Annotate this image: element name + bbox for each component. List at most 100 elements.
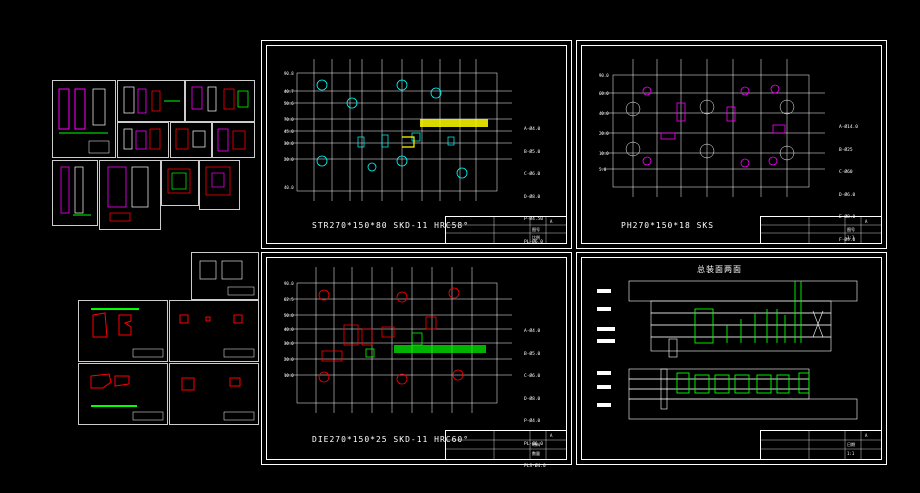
thumbnail-sheet-9[interactable] [161, 160, 199, 206]
thumbnail-drawing-2 [123, 86, 180, 114]
legend-line: F-Ø9.0 [839, 237, 856, 243]
svg-text:62.5: 62.5 [284, 297, 294, 302]
sheet-inner-border [581, 257, 882, 460]
title-block: A 图号 1:1 [760, 216, 882, 244]
svg-text:90.8: 90.8 [284, 71, 294, 76]
thumbnail-sheet-15[interactable] [169, 363, 259, 425]
title-block-cell: 图号 [532, 227, 540, 232]
legend-line: D-Ø8.0 [524, 194, 541, 200]
thumbnail-sheet-12[interactable] [78, 300, 168, 362]
title-block-cell: 数量 [532, 451, 540, 456]
title-block-cell: 图号 [847, 227, 855, 232]
punch-holder-drawing: 90.060.040.0 20.010.05.0 [599, 59, 825, 197]
thumbnail-drawing-9 [167, 168, 191, 194]
svg-text:50.6: 50.6 [284, 101, 294, 106]
svg-text:70.0: 70.0 [284, 117, 294, 122]
legend-line: A-Ø4.0 [524, 329, 541, 334]
thumbnail-drawing-14 [90, 373, 164, 421]
svg-text:40.0: 40.0 [599, 111, 609, 116]
svg-text:40.7: 40.7 [284, 89, 294, 94]
thumbnail-sheet-10[interactable] [199, 160, 240, 210]
title-block-revision: A [865, 433, 868, 438]
legend-die-plate: A-Ø4.0 B-Ø5.0 C-Ø6.0 D-Ø8.0 P-Ø4.0 PL-Ø6… [524, 313, 546, 486]
legend-line: C-Ø60 [839, 170, 853, 175]
thumbnail-drawing-10 [205, 166, 231, 196]
sheet-caption: PH270*150*18 SKS [621, 221, 715, 230]
title-block-cell: 比例 [532, 235, 540, 240]
svg-text:90.0: 90.0 [599, 73, 609, 78]
thumbnail-sheet-5[interactable] [170, 122, 212, 158]
thumbnail-sheet-13[interactable] [169, 300, 259, 362]
sheet-inner-border [266, 45, 567, 244]
thumbnail-drawing-4 [123, 128, 161, 150]
yellow-insert [420, 119, 488, 127]
legend-line: B-Ø5.0 [524, 351, 541, 357]
thumbnail-drawing-3 [191, 86, 249, 112]
legend-line: B-Ø5.0 [524, 149, 541, 155]
sheet-assembly-section[interactable]: 总装面两面 [576, 252, 887, 465]
legend-line: D-Ø6.0 [839, 192, 856, 198]
svg-text:20.0: 20.0 [599, 131, 609, 136]
title-block-cell: 1:1 [847, 235, 855, 240]
sheet-caption: 总装面两面 [697, 265, 742, 274]
sheet-caption: DIE270*150*25 SKD-11 HRC60° [312, 435, 470, 444]
thumbnail-drawing-15 [181, 377, 255, 421]
thumbnail-drawing-12 [91, 308, 164, 358]
legend-line: C-Ø6.0 [524, 374, 541, 379]
title-block-revision: A [550, 219, 553, 224]
green-insert [394, 345, 486, 353]
title-block-cell: 材料 [532, 442, 540, 447]
svg-text:40.0: 40.0 [284, 185, 294, 190]
svg-text:20.0: 20.0 [284, 157, 294, 162]
thumbnail-sheet-8[interactable] [99, 160, 161, 230]
title-block-grid [446, 217, 566, 243]
svg-text:20.0: 20.0 [284, 357, 294, 362]
title-block-revision: A [865, 219, 868, 224]
svg-text:30.0: 30.0 [284, 141, 294, 146]
thumbnail-sheet-3[interactable] [185, 80, 255, 122]
thumbnail-drawing-13 [179, 314, 255, 358]
svg-text:90.0: 90.0 [284, 281, 294, 286]
svg-text:45.0: 45.0 [284, 129, 294, 134]
svg-text:30.0: 30.0 [284, 341, 294, 346]
title-block-grid [761, 431, 881, 459]
legend-line: P-Ø4.50 [524, 217, 543, 222]
svg-text:10.0: 10.0 [599, 151, 609, 156]
legend-line: PLS-Ø4.0 [524, 464, 546, 469]
thumbnail-sheet-14[interactable] [78, 363, 168, 425]
legend-punch-holder: A-Ø14.0 B-Ø25 C-Ø60 D-Ø6.0 E-Ø8.0 F-Ø9.0 [839, 109, 858, 259]
sheet-inner-border [266, 257, 567, 460]
thumbnail-drawing-1 [58, 88, 110, 154]
svg-text:40.0: 40.0 [284, 327, 294, 332]
legend-line: P-Ø4.0 [524, 419, 541, 424]
thumbnail-drawing-7 [60, 166, 91, 216]
title-block-revision: A [550, 433, 553, 438]
title-block-cell: 日期 [847, 442, 855, 447]
svg-text:50.0: 50.0 [284, 313, 294, 318]
svg-text:10.0: 10.0 [284, 373, 294, 378]
thumbnail-sheet-7[interactable] [52, 160, 98, 226]
legend-line: A-Ø14.0 [839, 125, 858, 130]
title-block: A 日期 1:1 [760, 430, 882, 460]
title-block-cell: 1:1 [847, 451, 855, 456]
die-plate-drawing: 90.0 62.5 50.0 40.0 30.0 20.0 10.0 [284, 267, 512, 413]
svg-text:5.0: 5.0 [599, 167, 607, 172]
title-block: A 材料 数量 [445, 430, 567, 460]
sheet-caption: STR270*150*80 SKD-11 HRC58° [312, 221, 470, 230]
thumbnail-sheet-6[interactable] [212, 122, 255, 158]
legend-line: E-Ø8.0 [839, 215, 856, 220]
thumbnail-drawing-8 [107, 166, 149, 222]
legend-line: D-Ø8.0 [524, 396, 541, 402]
title-block: A 图号 比例 [445, 216, 567, 244]
legend-line: B-Ø25 [839, 147, 853, 153]
sheet-die-plate[interactable]: 90.0 62.5 50.0 40.0 30.0 20.0 10.0 A-Ø4.0 B-… [261, 252, 572, 469]
title-block-grid [761, 217, 881, 243]
stripper-plate-drawing: 90.8 40.7 50.6 70.0 45.0 30.0 20.0 40.0 [284, 59, 512, 201]
thumbnail-sheet-2[interactable] [117, 80, 185, 122]
thumbnail-sheet-4[interactable] [117, 122, 169, 158]
thumbnail-sheet-1[interactable] [52, 80, 116, 158]
thumbnail-sheet-11[interactable] [191, 252, 259, 300]
thumbnail-drawing-6 [217, 128, 246, 152]
